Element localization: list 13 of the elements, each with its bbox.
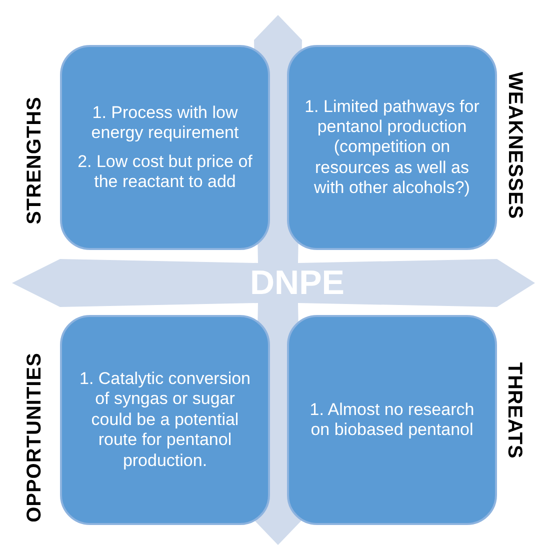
quadrant-box xyxy=(60,315,270,525)
quadrant-text: 1. Almost no research on biobased pentanol xyxy=(308,400,476,440)
quadrant-box xyxy=(60,45,270,250)
quadrant-box xyxy=(287,45,497,250)
quadrant-text: 2. Low cost but price of the reactant to add xyxy=(76,152,254,192)
quadrant-heading: THREATS xyxy=(502,362,526,458)
quadrant-heading: OPPORTUNITIES xyxy=(23,352,46,522)
quadrant-text: 1. Catalytic conversion of syngas or sugar could be a potential route for pentanol production. xyxy=(78,369,252,471)
quadrant-heading: WEAKNESSES xyxy=(502,71,526,219)
quadrant-box xyxy=(287,315,497,525)
quadrant-text: 1. Limited pathways for pentanol production (competition on resources as well as with other alcohols?) xyxy=(304,96,480,198)
quadrant-text: 1. Process with low energy requirement xyxy=(90,102,240,144)
quadrant-heading: STRENGTHS xyxy=(23,96,46,224)
